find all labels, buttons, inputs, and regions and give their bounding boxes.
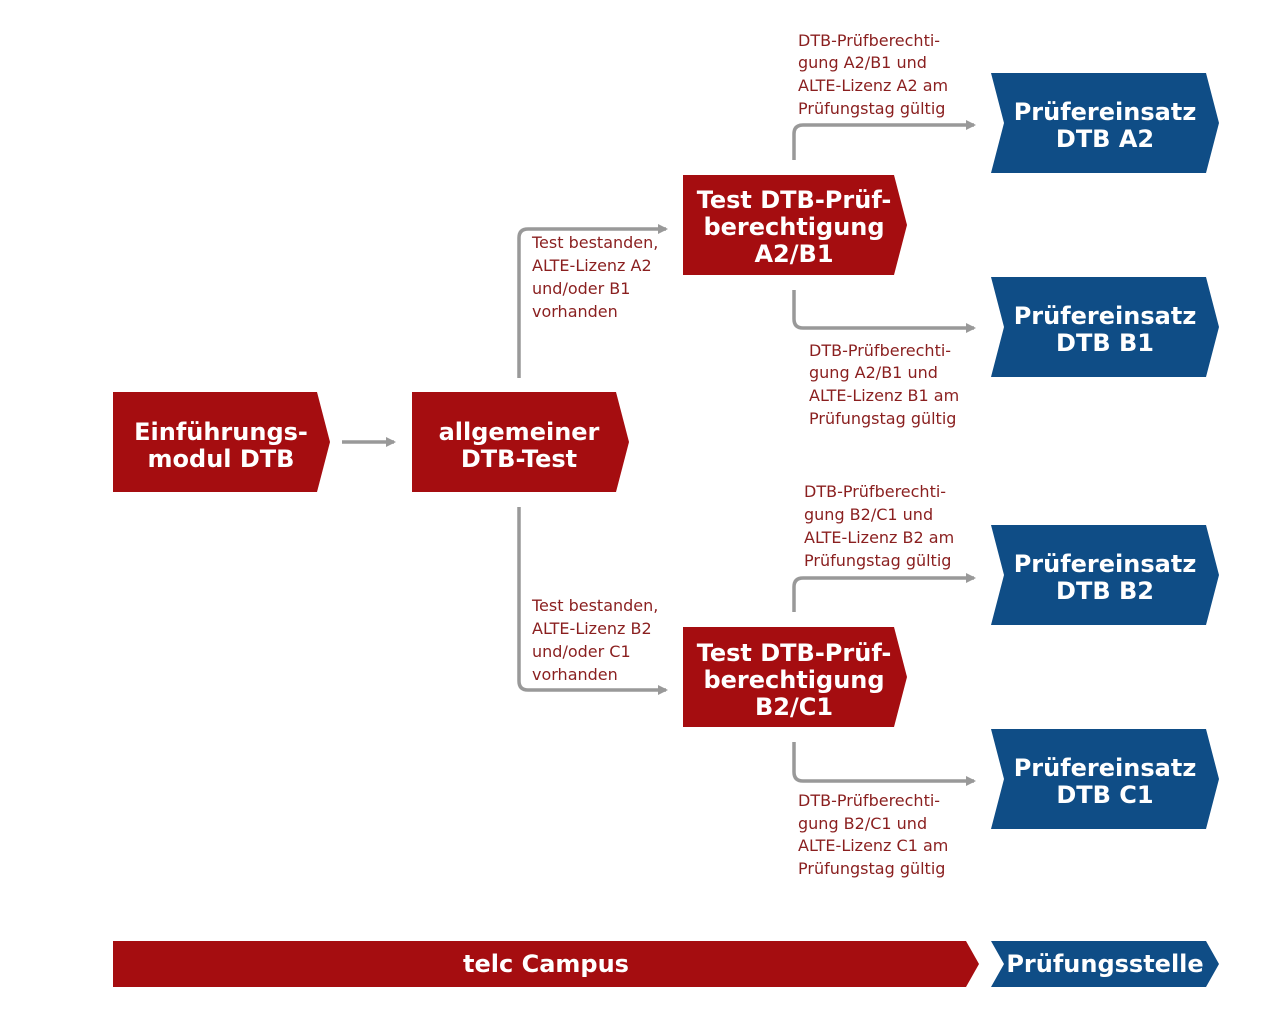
node-general-test: allgemeiner DTB-Test: [412, 392, 629, 492]
node-examiner-b2-line-1: Prüfereinsatz: [1014, 550, 1197, 578]
condition-line: DTB-Prüfberechti-: [804, 482, 946, 501]
condition-line: gung A2/B1 und: [809, 363, 938, 382]
node-examiner-a2-line-1: Prüfereinsatz: [1014, 98, 1197, 126]
arrow-general-to-a2b1: [517, 224, 668, 378]
condition-to-b2c1: Test bestanden, ALTE-Lizenz B2 und/oder …: [531, 596, 658, 684]
condition-line: ALTE-Lizenz B1 am: [809, 386, 959, 405]
node-examiner-b2: Prüfereinsatz DTB B2: [991, 525, 1219, 625]
node-examiner-a2: Prüfereinsatz DTB A2: [991, 73, 1219, 173]
node-examiner-c1-line-1: Prüfereinsatz: [1014, 754, 1197, 782]
arrow-a2b1-to-a2: [792, 120, 976, 160]
node-examiner-c1-line-2: DTB C1: [1056, 781, 1153, 809]
node-examiner-b1: Prüfereinsatz DTB B1: [991, 277, 1219, 377]
condition-to-c1: DTB-Prüfberechti- gung B2/C1 und ALTE-Li…: [798, 791, 948, 878]
node-test-b2c1: Test DTB-Prüf- berechtigung B2/C1: [683, 627, 907, 727]
condition-to-a2b1: Test bestanden, ALTE-Lizenz A2 und/oder …: [531, 233, 658, 321]
node-test-b2c1-line-1: Test DTB-Prüf-: [697, 639, 892, 667]
condition-line: Test bestanden,: [531, 596, 658, 615]
node-test-b2c1-line-2: berechtigung: [703, 666, 884, 694]
node-examiner-a2-line-2: DTB A2: [1056, 125, 1154, 153]
node-examiner-b1-line-1: Prüfereinsatz: [1014, 302, 1197, 330]
condition-line: ALTE-Lizenz C1 am: [798, 836, 948, 855]
node-intro-module: Einführungs- modul DTB: [113, 392, 330, 492]
condition-to-b2: DTB-Prüfberechti- gung B2/C1 und ALTE-Li…: [804, 482, 954, 570]
node-test-a2b1-line-3: A2/B1: [754, 240, 833, 268]
condition-line: und/oder C1: [532, 642, 631, 661]
condition-line: vorhanden: [532, 302, 618, 321]
examination-center-label: Prüfungsstelle: [1006, 950, 1203, 978]
bottom-bar: telc Campus Prüfungsstelle: [113, 941, 1219, 987]
telc-campus-label: telc Campus: [463, 950, 629, 978]
telc-campus-bar: telc Campus: [113, 941, 979, 987]
condition-line: gung A2/B1 und: [798, 53, 927, 72]
condition-line: gung B2/C1 und: [798, 814, 927, 833]
condition-line: Test bestanden,: [531, 233, 658, 252]
node-test-a2b1: Test DTB-Prüf- berechtigung A2/B1: [683, 175, 907, 275]
examination-center-bar: Prüfungsstelle: [991, 941, 1219, 987]
connectors: [342, 120, 976, 786]
condition-line: Prüfungstag gültig: [804, 551, 951, 570]
node-test-a2b1-line-2: berechtigung: [703, 213, 884, 241]
condition-line: DTB-Prüfberechti-: [798, 791, 940, 810]
node-examiner-b1-line-2: DTB B1: [1056, 329, 1154, 357]
node-general-line-1: allgemeiner: [439, 418, 600, 446]
condition-line: ALTE-Lizenz B2: [532, 619, 652, 638]
condition-line: ALTE-Lizenz A2: [532, 256, 652, 275]
node-general-line-2: DTB-Test: [461, 445, 577, 473]
node-examiner-c1: Prüfereinsatz DTB C1: [991, 729, 1219, 829]
condition-line: DTB-Prüfberechti-: [798, 31, 940, 50]
node-intro-line-2: modul DTB: [148, 445, 295, 473]
node-examiner-b2-line-2: DTB B2: [1056, 577, 1154, 605]
node-test-a2b1-line-1: Test DTB-Prüf-: [697, 186, 892, 214]
arrow-b2c1-to-c1: [792, 742, 976, 786]
arrow-a2b1-to-b1: [792, 290, 976, 333]
node-test-b2c1-line-3: B2/C1: [755, 693, 833, 721]
condition-line: DTB-Prüfberechti-: [809, 341, 951, 360]
condition-line: Prüfungstag gültig: [798, 859, 945, 878]
condition-to-b1: DTB-Prüfberechti- gung A2/B1 und ALTE-Li…: [809, 341, 959, 428]
arrow-general-to-b2c1: [517, 507, 668, 695]
condition-line: Prüfungstag gültig: [809, 409, 956, 428]
condition-line: vorhanden: [532, 665, 618, 684]
arrow-b2c1-to-b2: [792, 573, 976, 612]
condition-line: Prüfungstag gültig: [798, 99, 945, 118]
condition-line: ALTE-Lizenz A2 am: [798, 76, 948, 95]
node-intro-line-1: Einführungs-: [134, 418, 308, 446]
condition-to-a2: DTB-Prüfberechti- gung A2/B1 und ALTE-Li…: [798, 31, 948, 118]
condition-line: und/oder B1: [532, 279, 630, 298]
condition-line: ALTE-Lizenz B2 am: [804, 528, 954, 547]
condition-line: gung B2/C1 und: [804, 505, 933, 524]
